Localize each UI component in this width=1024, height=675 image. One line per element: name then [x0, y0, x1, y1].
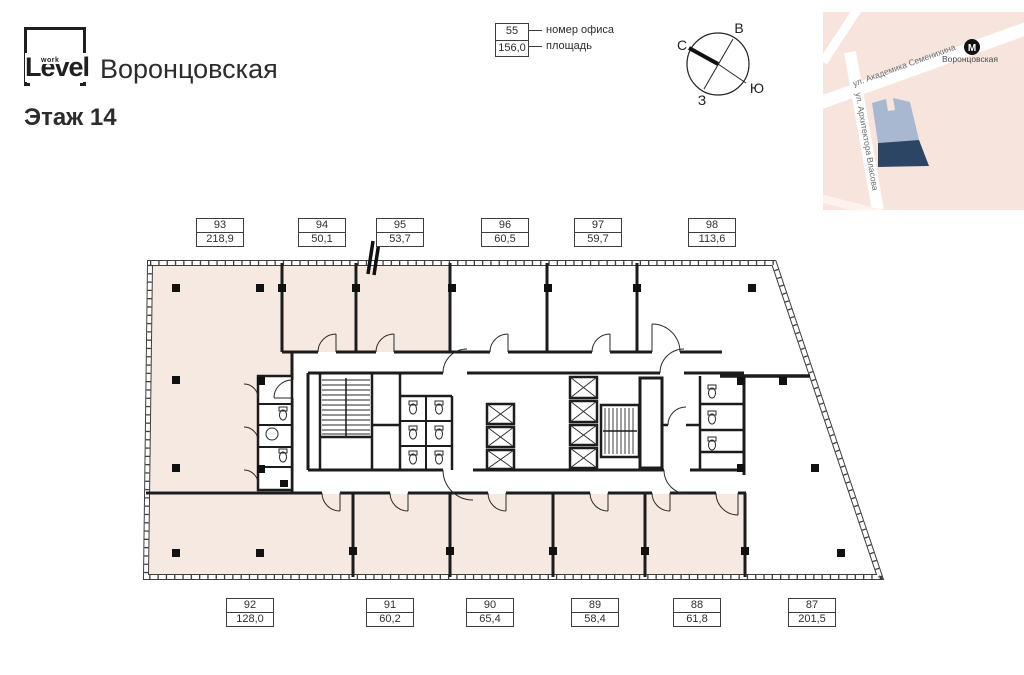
floor-label: Этаж 14: [24, 104, 117, 131]
core: [306, 371, 744, 472]
office-area: 60,5: [494, 233, 516, 245]
office-91-region: [354, 494, 450, 576]
entrance-mark: [366, 240, 381, 276]
office-area: 60,2: [379, 613, 401, 625]
office-number: 90: [467, 599, 513, 613]
logo-work-text: work: [40, 57, 61, 64]
office-94-region: [283, 265, 356, 352]
metro-icon: [964, 39, 980, 55]
office-89-region: [554, 494, 645, 576]
office-label-87: 87 201,5: [788, 598, 836, 627]
legend-sample-box: 55 156,0: [495, 23, 529, 57]
office-area: 218,9: [206, 233, 234, 245]
stair-east: [599, 403, 641, 459]
office-area: 61,8: [686, 613, 708, 625]
east-wc-partitions: [662, 376, 744, 470]
office-label-89: 89 58,4: [571, 598, 619, 627]
outline-mullion-ticks: [143, 261, 883, 579]
office-area: 53,7: [389, 233, 411, 245]
office-label-93: 93 218,9: [196, 218, 244, 247]
office-number: 89: [572, 599, 618, 613]
office-area: 59,7: [587, 233, 609, 245]
compass-label-west: З: [698, 92, 706, 108]
map-building-upper: [872, 98, 919, 143]
office-number: 88: [674, 599, 720, 613]
map-street-minor: [823, 194, 884, 210]
location-map: М Воронцовская ул. Академика Семенихина …: [823, 12, 1024, 210]
office-label-95: 95 53,7: [376, 218, 424, 247]
office-label-94: 94 50,1: [298, 218, 346, 247]
office-area: 50,1: [311, 233, 333, 245]
compass-north-pointer: [688, 46, 719, 66]
interior-walls: [146, 263, 810, 577]
legend-area-label: площадь: [546, 40, 592, 52]
metro-station-label: Воронцовская: [942, 54, 998, 64]
map-street-vlasova: [844, 50, 884, 210]
office-number: 91: [367, 599, 413, 613]
map-building-lower: [878, 140, 929, 167]
office-number: 94: [299, 219, 345, 233]
office-label-91: 91 60,2: [366, 598, 414, 627]
logo-border-stub: [80, 83, 86, 86]
office-number: 97: [575, 219, 621, 233]
compass: В С Ю З: [677, 20, 764, 108]
project-name: Воронцовская: [100, 54, 278, 84]
accessible-wc-circle: [265, 427, 279, 441]
office-label-96: 96 60,5: [481, 218, 529, 247]
office-area: 201,5: [798, 613, 826, 625]
office-label-97: 97 59,7: [574, 218, 622, 247]
legend-office-number: 55: [496, 24, 528, 41]
map-street-minor: [823, 12, 861, 65]
compass-label-south: Ю: [750, 80, 764, 96]
metro-letter: М: [968, 43, 976, 54]
elevator-x-marks: [569, 376, 598, 469]
legend-leader-line: [529, 46, 542, 47]
office-area: 113,6: [698, 233, 726, 245]
office-area: 58,4: [584, 613, 606, 625]
logo-level-text: Level: [25, 52, 90, 82]
office-label-98: 98 113,6: [688, 218, 736, 247]
logo-border-stub: [24, 83, 30, 86]
stair-west: [318, 373, 374, 470]
legend-area-value: 156,0: [498, 41, 526, 54]
compass-label-east: В: [734, 20, 743, 36]
office-number: 93: [197, 219, 243, 233]
office-95-region: [358, 265, 450, 352]
elevators-bank-2: [568, 375, 599, 470]
compass-label-north: С: [677, 37, 687, 53]
office-88-region: [646, 494, 745, 576]
office-number: 96: [482, 219, 528, 233]
office-area: 65,4: [479, 613, 501, 625]
door-arcs: [243, 323, 739, 516]
toilet-icons: [265, 384, 717, 465]
office-90-region: [451, 494, 553, 576]
legend-office-number-label: номер офиса: [546, 24, 614, 36]
office-number: 92: [227, 599, 273, 613]
office-area: 128,0: [236, 613, 264, 625]
columns: [172, 284, 845, 557]
compass-circle: [686, 32, 750, 96]
office-label-92: 92 128,0: [226, 598, 274, 627]
building-outline: [142, 260, 885, 580]
office-label-88: 88 61,8: [673, 598, 721, 627]
elevator-x-marks: [486, 403, 515, 470]
office-number: 87: [789, 599, 835, 613]
office-number: 95: [377, 219, 423, 233]
core-partitions: [372, 373, 454, 470]
office-number: 98: [689, 219, 735, 233]
office-92-region: [147, 494, 353, 576]
legend-leader-line: [529, 30, 542, 31]
office-label-90: 90 65,4: [466, 598, 514, 627]
compass-axis-s: [717, 63, 747, 84]
service-shaft: [638, 376, 664, 470]
